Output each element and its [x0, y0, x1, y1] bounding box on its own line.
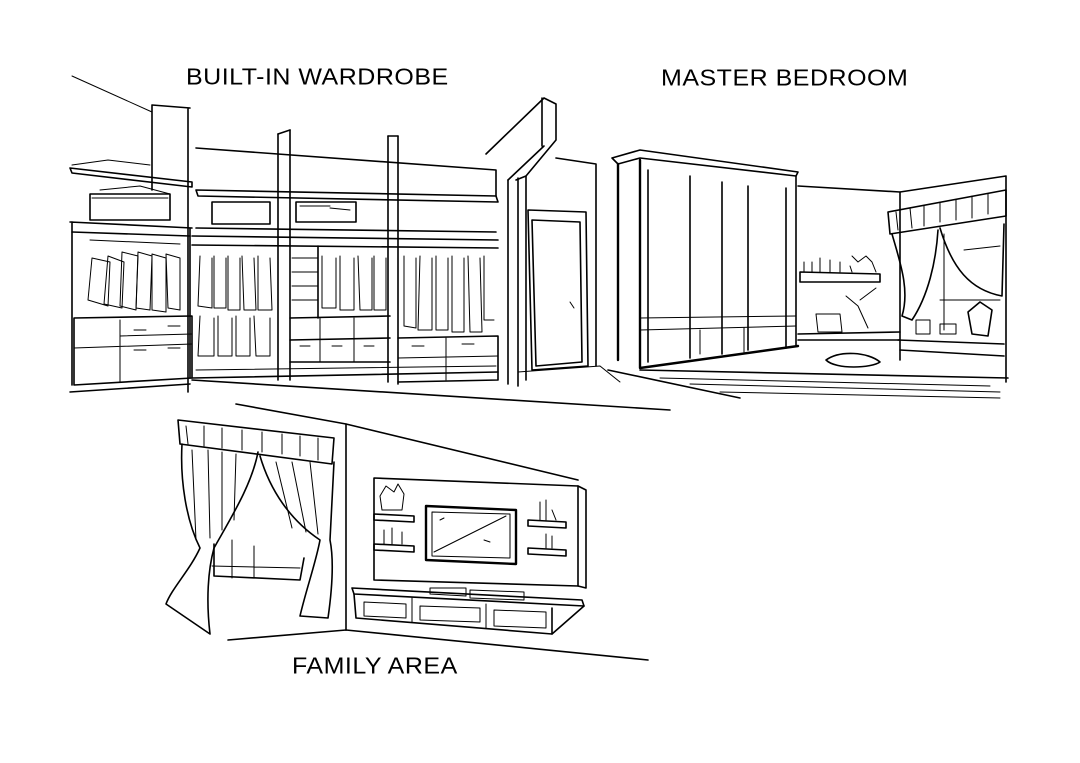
family-area-caption: FAMILY AREA: [292, 653, 458, 679]
wardrobe-caption: BUILT-IN WARDROBE: [186, 64, 449, 90]
family-area-sketch: [166, 404, 648, 660]
master-bedroom-sketch: [556, 150, 1008, 398]
built-in-wardrobe-sketch: [70, 76, 670, 410]
bedroom-caption: MASTER BEDROOM: [661, 65, 909, 91]
